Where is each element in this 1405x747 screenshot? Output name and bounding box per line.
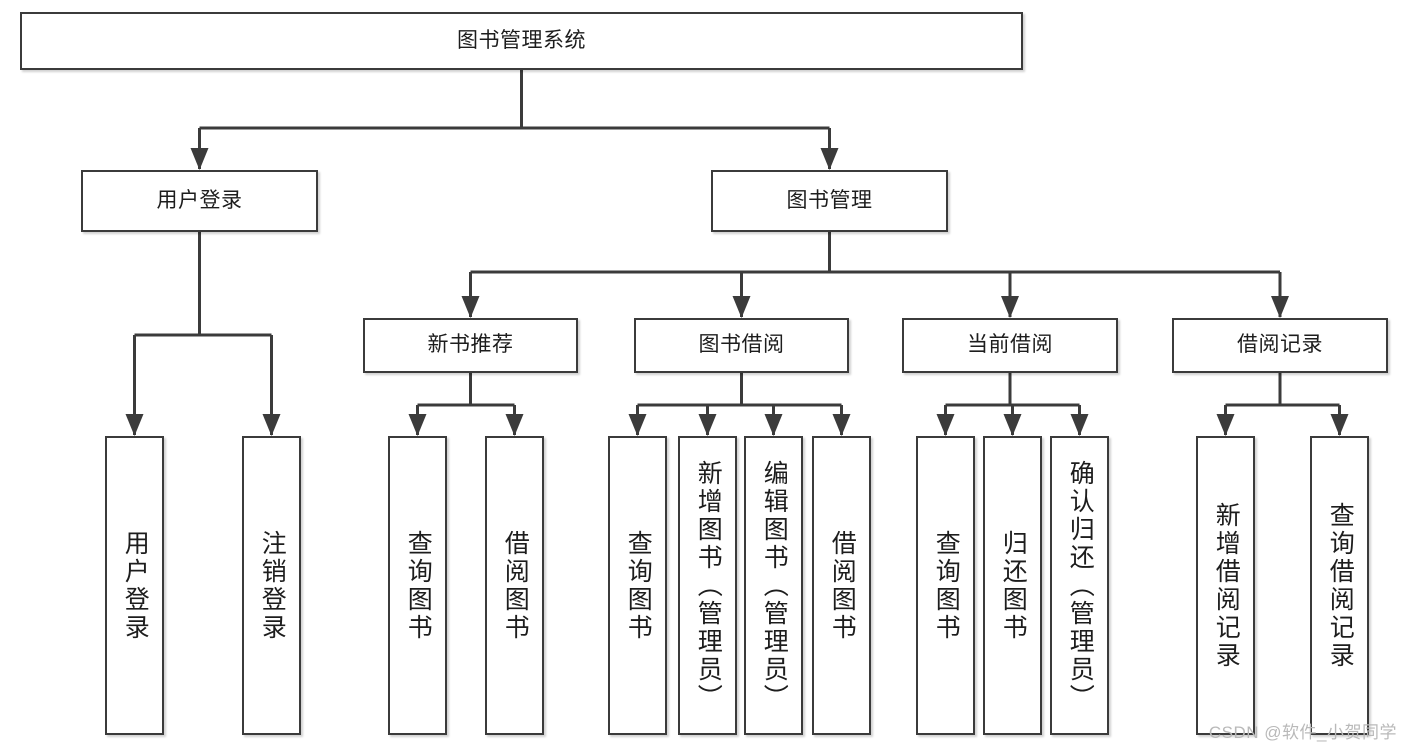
node-label: 当前借阅	[967, 333, 1053, 357]
node-label: 借阅图书	[501, 529, 530, 642]
node-label: 注销登录	[258, 529, 287, 642]
node-label: 归还图书	[999, 529, 1028, 642]
node-leaf-new-query[interactable]: 查询图书	[388, 436, 447, 735]
node-leaf-cur-query[interactable]: 查询图书	[916, 436, 975, 735]
node-leaf-new-borrow[interactable]: 借阅图书	[485, 436, 544, 735]
node-borrow[interactable]: 图书借阅	[634, 318, 849, 373]
node-current[interactable]: 当前借阅	[902, 318, 1118, 373]
node-records[interactable]: 借阅记录	[1172, 318, 1388, 373]
node-label: 新增借阅记录	[1212, 501, 1241, 670]
node-newbook[interactable]: 新书推荐	[363, 318, 578, 373]
node-leaf-rec-add[interactable]: 新增借阅记录	[1196, 436, 1255, 735]
node-label: 编辑图书（管理员）	[760, 459, 789, 712]
node-label: 查询图书	[932, 529, 961, 642]
node-leaf-bor-query[interactable]: 查询图书	[608, 436, 667, 735]
node-label: 查询图书	[404, 529, 433, 642]
node-leaf-cur-confirm[interactable]: 确认归还（管理员）	[1050, 436, 1109, 735]
node-label: 图书借阅	[698, 333, 785, 357]
node-label: 确认归还（管理员）	[1066, 459, 1095, 712]
node-leaf-bor-edit[interactable]: 编辑图书（管理员）	[744, 436, 803, 735]
node-leaf-rec-query[interactable]: 查询借阅记录	[1310, 436, 1369, 735]
node-bookmgmt[interactable]: 图书管理	[711, 170, 948, 232]
node-label: 借阅记录	[1237, 333, 1323, 357]
node-login[interactable]: 用户登录	[81, 170, 318, 232]
node-leaf-user-logout[interactable]: 注销登录	[242, 436, 301, 735]
node-label: 新书推荐	[427, 333, 514, 357]
node-label: 借阅图书	[828, 529, 857, 642]
node-leaf-user-login[interactable]: 用户登录	[105, 436, 164, 735]
node-label: 图书管理	[786, 188, 873, 212]
node-leaf-cur-return[interactable]: 归还图书	[983, 436, 1042, 735]
node-leaf-bor-add[interactable]: 新增图书（管理员）	[678, 436, 737, 735]
node-label: 用户登录	[121, 529, 150, 642]
node-leaf-bor-borrow[interactable]: 借阅图书	[812, 436, 871, 735]
node-label: 查询借阅记录	[1326, 501, 1355, 670]
node-label: 用户登录	[156, 188, 243, 212]
node-root[interactable]: 图书管理系统	[20, 12, 1023, 70]
node-label: 查询图书	[624, 529, 653, 642]
node-label: 图书管理系统	[457, 28, 586, 52]
watermark: CSDN @软件_小贺同学	[1208, 723, 1397, 742]
node-label: 新增图书（管理员）	[694, 459, 723, 712]
